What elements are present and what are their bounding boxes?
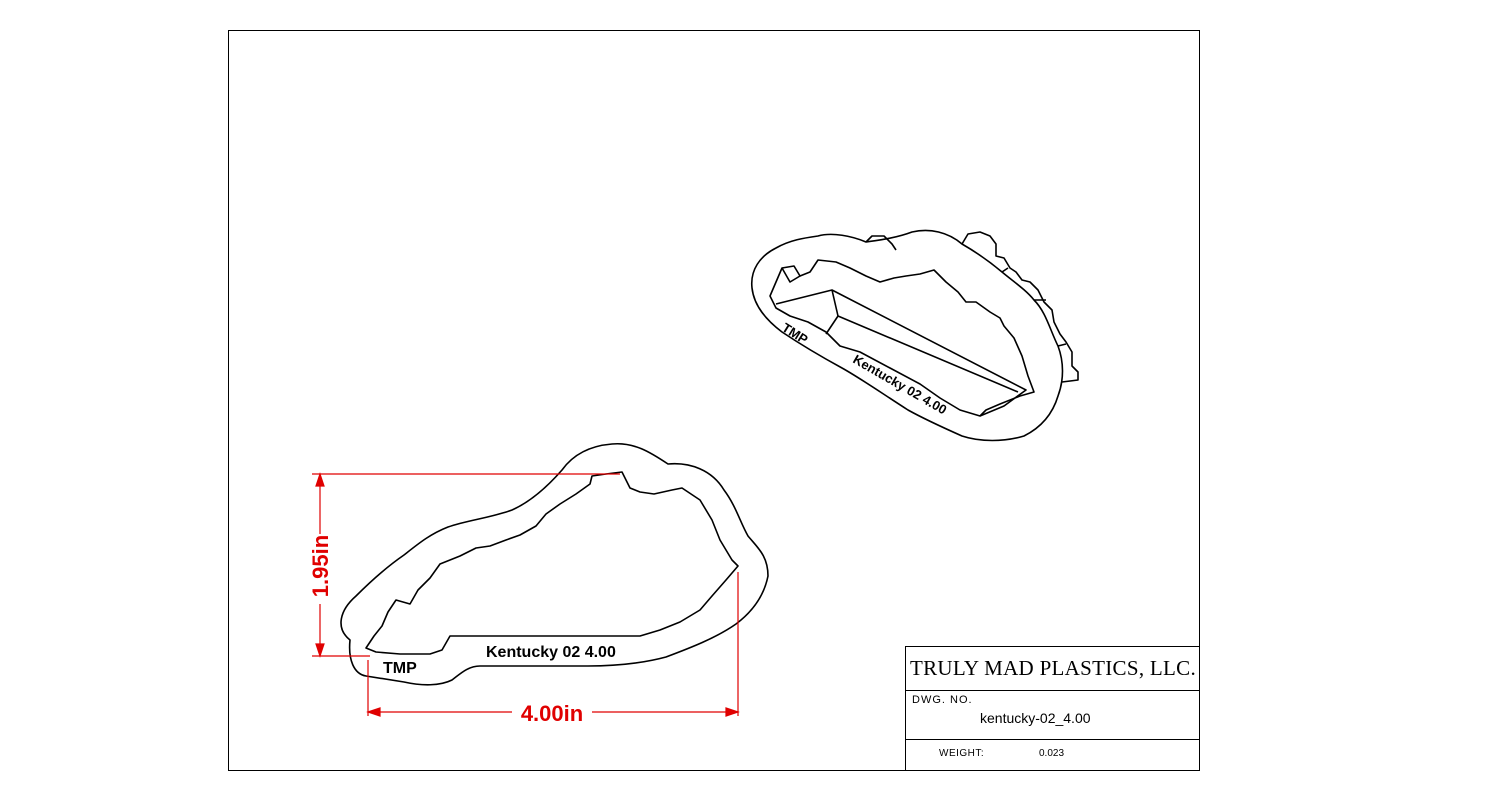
drawing-sheet-border <box>228 30 1200 771</box>
front-brand-label: TMP <box>383 660 417 677</box>
title-block: TRULY MAD PLASTICS, LLC. DWG. NO. kentuc… <box>905 646 1200 771</box>
iso-right-steps <box>961 231 1079 383</box>
drawing-number-cell: DWG. NO. kentucky-02_4.00 <box>906 691 1200 740</box>
iso-wall-face <box>775 289 1027 417</box>
iso-brand-label: TMP <box>779 320 810 347</box>
isometric-view <box>751 229 1079 442</box>
width-dimension-text: 4.00in <box>521 701 583 726</box>
width-arrow-left <box>366 707 381 717</box>
height-dimension-text: 1.95in <box>308 535 333 597</box>
height-arrow-top <box>315 472 325 487</box>
iso-back-edge-2 <box>865 235 897 251</box>
iso-back-edge-1 <box>781 267 801 283</box>
drawing-number-value: kentucky-02_4.00 <box>980 710 1091 726</box>
dimension-lines <box>312 472 740 717</box>
iso-name-label: Kentucky 02 4.00 <box>851 352 950 418</box>
company-name: TRULY MAD PLASTICS, LLC. <box>906 647 1200 691</box>
weight-label: WEIGHT: <box>939 748 985 759</box>
width-arrow-right <box>725 707 740 717</box>
iso-inner-outline <box>769 259 1035 417</box>
front-inner-outline <box>365 471 739 655</box>
front-name-label: Kentucky 02 4.00 <box>486 644 616 661</box>
height-arrow-bottom <box>315 643 325 658</box>
iso-wall-edge <box>831 289 839 317</box>
drawing-number-label: DWG. NO. <box>912 694 973 706</box>
front-view <box>340 442 769 686</box>
iso-outer-outline <box>751 229 1064 442</box>
weight-cell: WEIGHT: 0.023 <box>906 740 1200 772</box>
iso-wall-top <box>825 315 1019 393</box>
weight-value: 0.023 <box>1039 748 1065 759</box>
front-outer-outline <box>340 442 769 686</box>
